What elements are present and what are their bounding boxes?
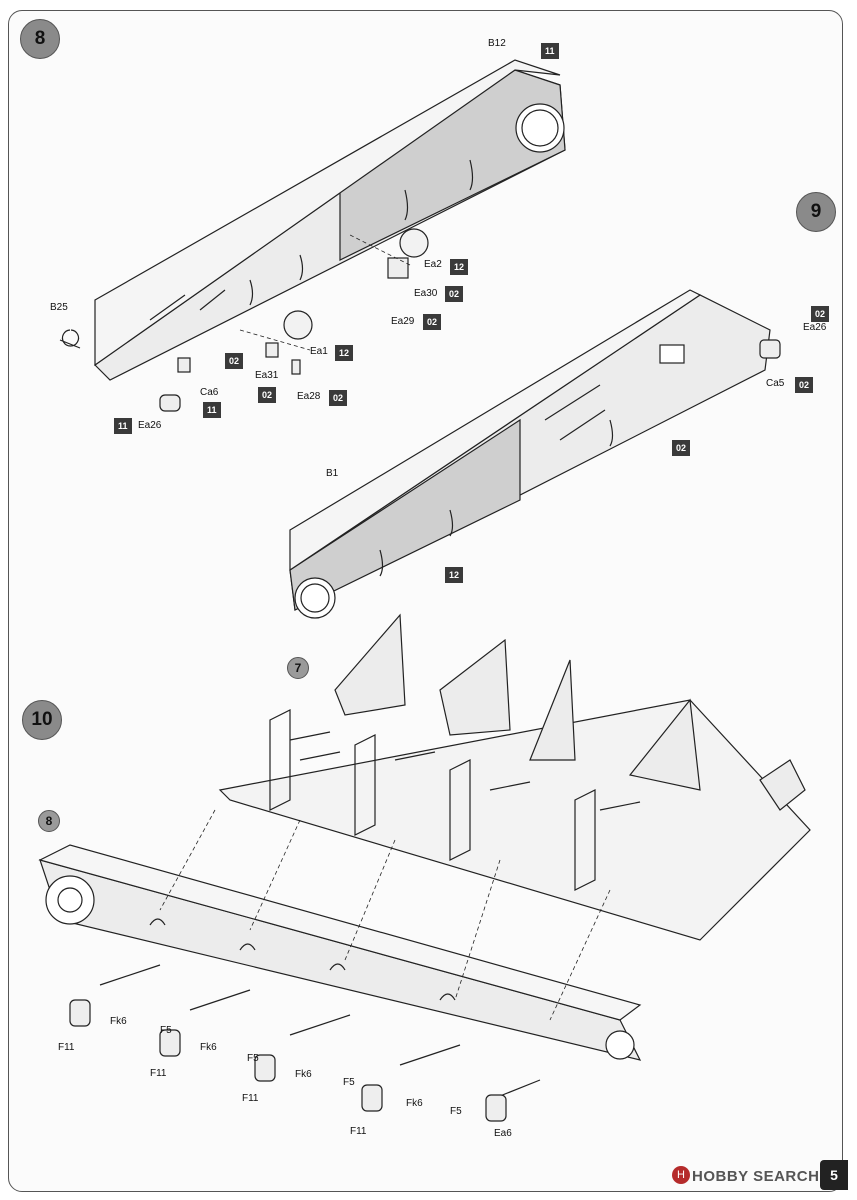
hull-side-lower-drawing [289,289,781,619]
step-number-8: 8 [20,19,60,59]
page-number: 5 [820,1160,848,1190]
watermark-text: HOBBY SEARCH [692,1168,820,1185]
part-label-ea31: Ea31 [255,370,279,381]
color-code-ea26-right: 02 [811,306,830,322]
part-label-fk6-4: Fk6 [406,1098,423,1109]
color-code-ea29: 02 [423,314,442,330]
part-label-ea30: Ea30 [414,288,438,299]
color-code-ea26-left: 11 [114,418,132,434]
color-code-ca5: 02 [795,377,814,393]
color-code-ea30: 02 [445,286,464,302]
part-label-f11-4: F11 [350,1126,367,1137]
part-label-b12: B12 [488,38,506,49]
color-code-side8: 02 [225,353,244,369]
part-label-ea26-left: Ea26 [138,420,162,431]
suspension-arms-drawing [69,964,541,1122]
part-label-f11-2: F11 [150,1068,167,1079]
step-number-9: 9 [796,192,836,232]
color-code-ea31: 02 [258,387,277,403]
color-code-b1-lower: 12 [445,567,464,583]
step-number-10: 10 [22,700,62,740]
part-label-b1: B1 [326,468,339,479]
assembly-guide-lines [159,234,611,1021]
color-code-ea28: 02 [329,390,348,406]
part-label-ca5: Ca5 [766,378,785,389]
part-label-fk6-2: Fk6 [200,1042,217,1053]
part-label-f5-3: F5 [343,1077,355,1088]
part-label-ea29: Ea29 [391,316,415,327]
part-label-ea1: Ea1 [310,346,328,357]
ref-step-7: 7 [287,657,309,679]
part-label-fk6-3: Fk6 [295,1069,312,1080]
part-label-f5-1: F5 [160,1025,172,1036]
part-label-ca6: Ca6 [200,387,219,398]
part-label-f11-1: F11 [58,1042,75,1053]
color-code-ea2: 12 [450,259,469,275]
part-label-fk6-1: Fk6 [110,1016,127,1027]
part-label-f5-4: F5 [450,1106,462,1117]
part-label-ea6: Ea6 [494,1128,512,1139]
part-label-ea28: Ea28 [297,391,321,402]
color-code-b1-upper: 02 [672,440,691,456]
color-code-ca6: 11 [203,402,221,418]
color-code-b12: 11 [541,43,559,59]
hull-side-upper-drawing [59,59,566,412]
part-label-f5-2: F5 [247,1053,259,1064]
suspension-frame-drawing [218,613,811,941]
ref-step-8: 8 [38,810,60,832]
lower-hull-drawing [38,844,642,1061]
part-label-f11-3: F11 [242,1093,259,1104]
hobby-search-logo: H [672,1166,690,1184]
part-label-ea2: Ea2 [424,259,442,270]
part-label-ea26-right: Ea26 [803,322,827,333]
color-code-ea1: 12 [335,345,354,361]
part-label-b25: B25 [50,302,68,313]
